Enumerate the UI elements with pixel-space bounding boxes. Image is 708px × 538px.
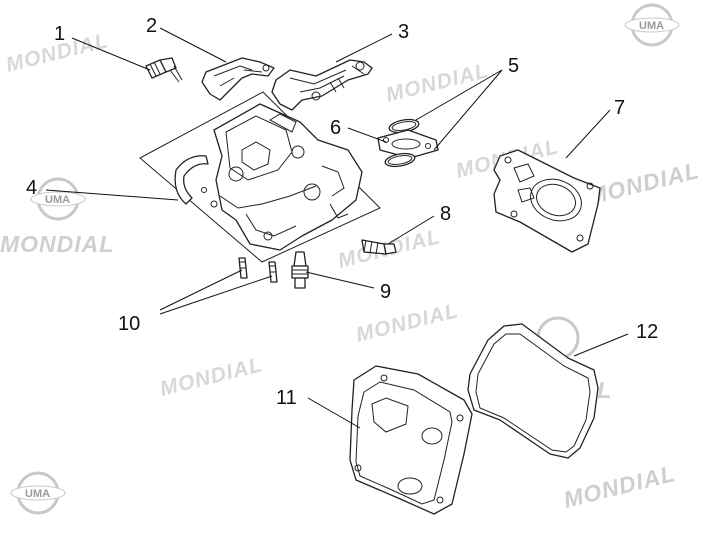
part-o-ring-lower xyxy=(384,152,416,168)
callout-2: 2 xyxy=(146,15,157,37)
svg-text:UMA: UMA xyxy=(639,20,664,32)
callout-11: 11 xyxy=(276,387,297,409)
callout-10: 10 xyxy=(118,313,140,335)
part-head-gasket xyxy=(493,149,601,253)
callout-7: 7 xyxy=(614,97,625,119)
part-temperature-sensor xyxy=(145,57,183,83)
watermark-text: MONDIAL xyxy=(354,299,461,347)
callout-3: 3 xyxy=(398,21,409,43)
part-valve-cover xyxy=(349,365,473,515)
part-dowel-pins xyxy=(238,257,278,283)
uma-logo: UMA xyxy=(624,3,680,47)
part-bracket xyxy=(201,57,275,101)
part-cylinder-head xyxy=(139,91,381,263)
watermark-text: MONDIAL xyxy=(0,231,114,257)
callout-9: 9 xyxy=(380,281,391,303)
callout-5: 5 xyxy=(508,55,519,77)
callout-4: 4 xyxy=(26,177,37,199)
part-sensor xyxy=(361,239,397,255)
watermark-text: MONDIAL xyxy=(561,460,678,513)
svg-text:UMA: UMA xyxy=(25,488,50,500)
watermark-text: MONDIAL xyxy=(384,59,491,107)
part-pipe-assembly xyxy=(271,59,373,111)
callout-8: 8 xyxy=(440,203,451,225)
callout-12: 12 xyxy=(636,321,658,343)
part-o-ring xyxy=(388,118,420,134)
callout-labels: 1 2 3 4 5 6 7 8 9 10 11 12 xyxy=(26,15,658,409)
callout-6: 6 xyxy=(330,117,341,139)
leader-lines xyxy=(45,27,629,429)
watermark-text: MONDIAL xyxy=(158,353,265,401)
part-flange xyxy=(377,129,439,159)
uma-logo: UMA xyxy=(10,471,66,515)
part-cover-gasket xyxy=(467,323,599,459)
watermark-text: MONDIAL xyxy=(585,157,702,210)
part-spark-plug xyxy=(291,251,309,289)
uma-logo: UMA xyxy=(30,177,86,221)
svg-text:UMA: UMA xyxy=(45,194,70,206)
callout-1: 1 xyxy=(54,23,65,45)
